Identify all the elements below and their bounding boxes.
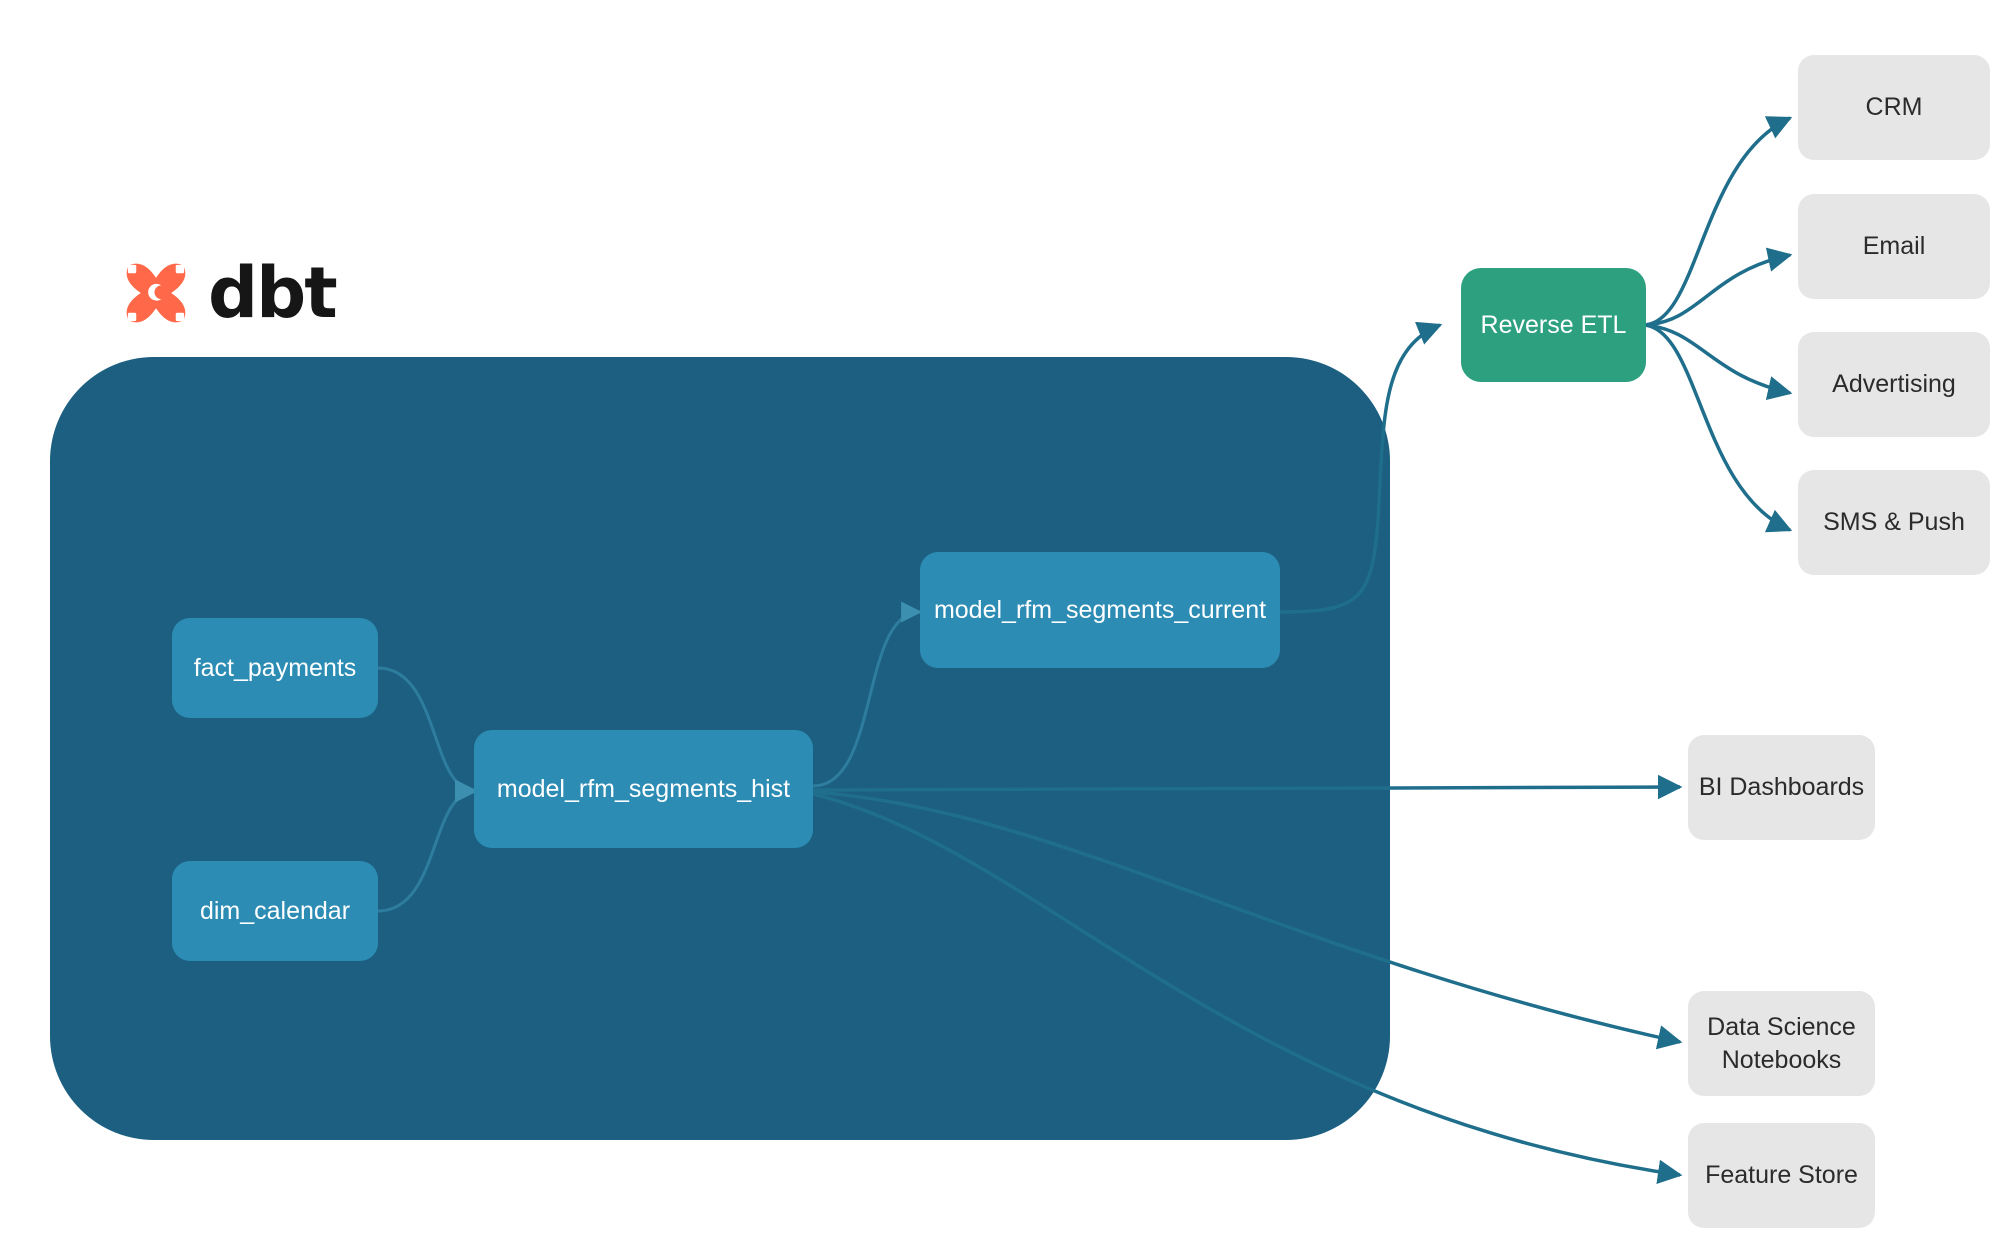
- model-node-label: dim_calendar: [199, 896, 351, 925]
- target-node-label: Feature Store: [1705, 1161, 1858, 1190]
- target-node-crm[interactable]: CRM: [1798, 55, 1990, 160]
- reverse-etl-node[interactable]: Reverse ETL: [1461, 268, 1646, 382]
- reverse-etl-label: Reverse ETL: [1480, 310, 1627, 339]
- target-node-label: BI Dashboards: [1698, 773, 1865, 802]
- target-node-label-line1: Data Science: [1707, 1013, 1856, 1041]
- model-node-rfm-segments-hist[interactable]: model_rfm_segments_hist: [474, 730, 813, 848]
- target-node-sms-push[interactable]: SMS & Push: [1798, 470, 1990, 575]
- dbt-logo: dbt: [118, 252, 338, 334]
- model-node-label: model_rfm_segments_hist: [496, 774, 791, 803]
- target-node-label: Advertising: [1832, 370, 1956, 399]
- target-node-label-line2: Notebooks: [1721, 1045, 1842, 1074]
- model-node-label: model_rfm_segments_current: [933, 595, 1267, 624]
- model-node-rfm-segments-current[interactable]: model_rfm_segments_current: [920, 552, 1280, 668]
- model-node-dim-calendar[interactable]: dim_calendar: [172, 861, 378, 961]
- target-node-feature-store[interactable]: Feature Store: [1688, 1123, 1875, 1228]
- model-node-label: fact_payments: [193, 653, 357, 682]
- dbt-logo-mark-icon: [126, 263, 186, 323]
- target-node-advertising[interactable]: Advertising: [1798, 332, 1990, 437]
- model-node-fact-payments[interactable]: fact_payments: [172, 618, 378, 718]
- target-node-bi-dashboards[interactable]: BI Dashboards: [1688, 735, 1875, 840]
- target-node-label: SMS & Push: [1823, 508, 1965, 537]
- dbt-wordmark: dbt: [208, 252, 338, 334]
- target-node-label: CRM: [1865, 93, 1923, 122]
- target-node-label: Email: [1862, 232, 1926, 261]
- target-node-data-science-notebooks[interactable]: Data Science Notebooks: [1688, 991, 1875, 1096]
- target-node-email[interactable]: Email: [1798, 194, 1990, 299]
